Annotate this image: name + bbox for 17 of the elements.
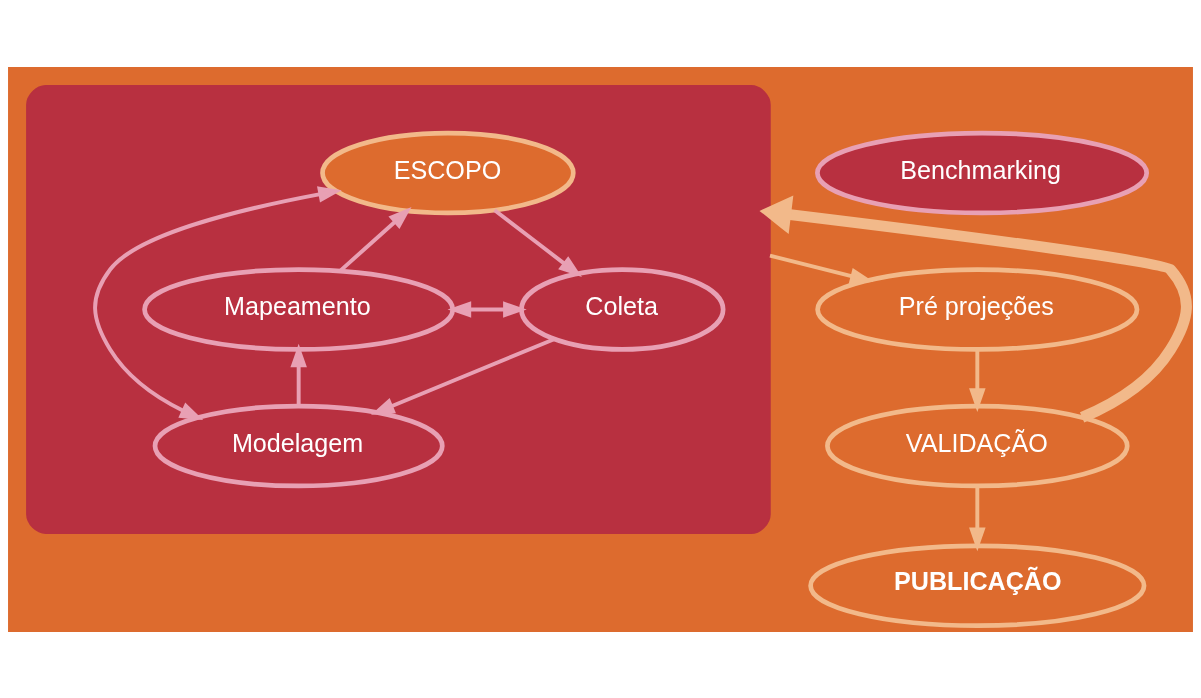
node-ellipse: VALIDAÇÃO: [825, 403, 1130, 488]
node-ellipse: Coleta: [519, 266, 726, 352]
arrow: [339, 206, 412, 272]
arrow: [93, 185, 342, 420]
arrow: [759, 194, 1192, 422]
node-ellipse: ESCOPO: [320, 130, 576, 215]
arrow: [370, 336, 555, 415]
arrow: [769, 253, 874, 284]
node-ellipse: PUBLICAÇÃO: [808, 542, 1147, 628]
node-ellipse: Mapeamento: [142, 266, 456, 352]
arrow: [447, 300, 527, 318]
cluster: [26, 84, 771, 534]
node-ellipse: Benchmarking: [815, 130, 1150, 215]
arrow: [290, 343, 307, 406]
arrow: [493, 208, 582, 277]
arrow: [969, 349, 986, 412]
arrow: [969, 485, 986, 551]
